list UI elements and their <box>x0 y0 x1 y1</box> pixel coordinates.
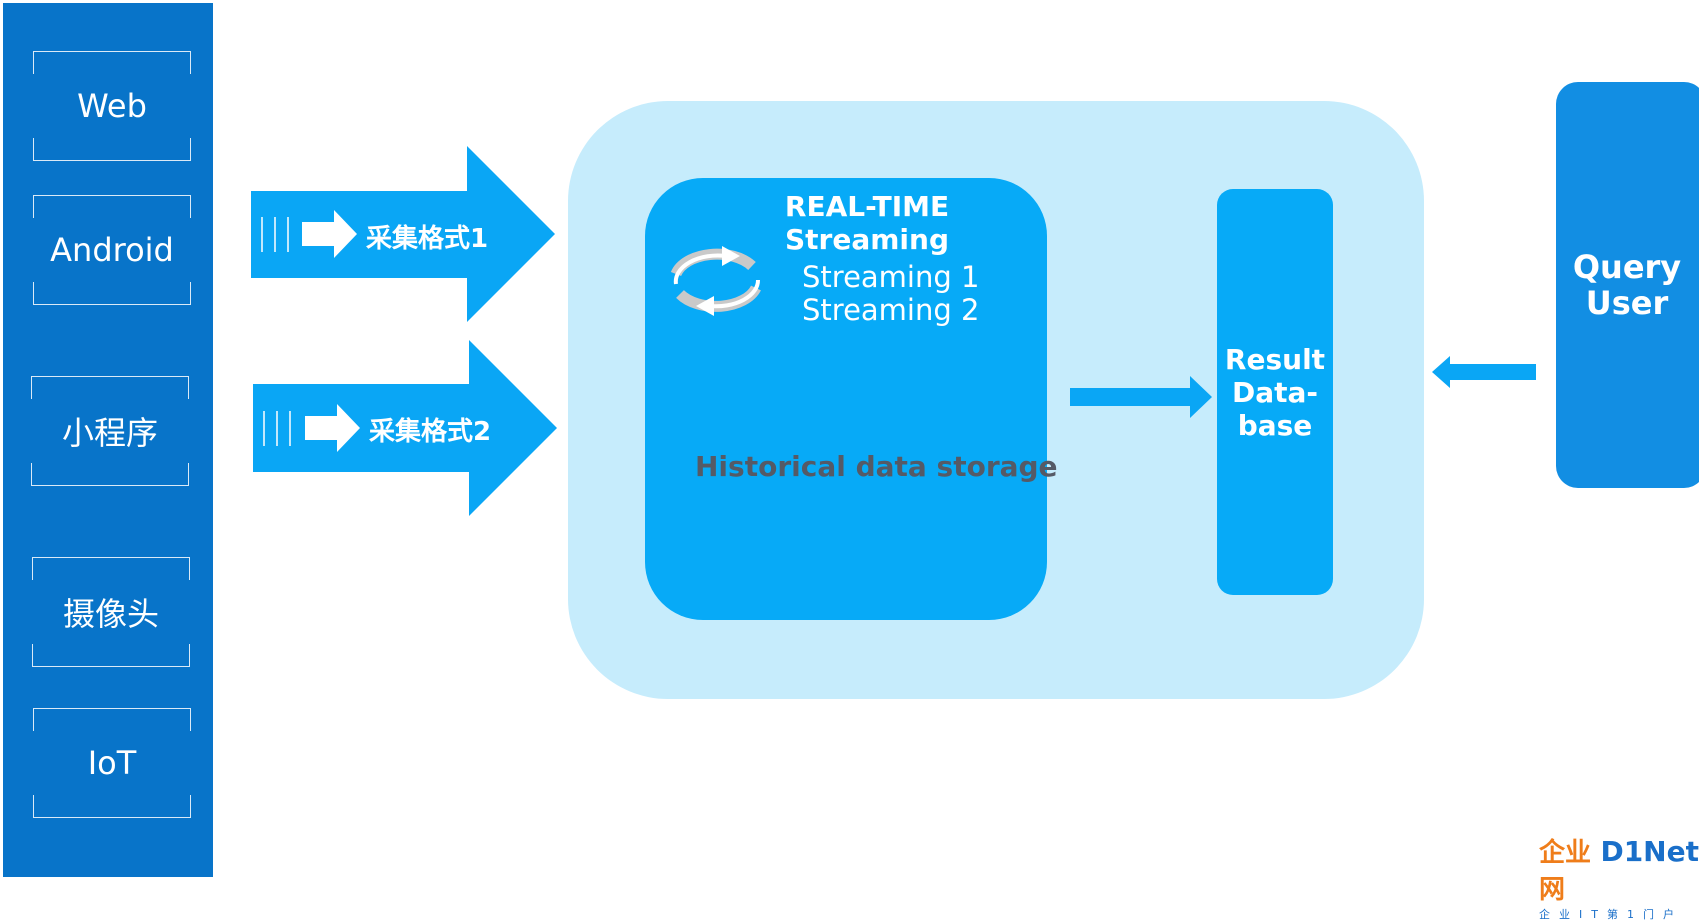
source-mini-program: 小程序 <box>31 376 189 486</box>
realtime-title: REAL-TIME Streaming <box>750 190 984 256</box>
ingest-arrow-1 <box>251 146 555 322</box>
source-web-label: Web <box>77 87 147 125</box>
ingest-arrow-2 <box>253 340 557 516</box>
query-user-label: Query User <box>1556 249 1698 321</box>
result-database: Result Data- base <box>1217 189 1333 595</box>
source-web: Web <box>33 51 191 161</box>
result-database-label: Result Data- base <box>1220 343 1330 442</box>
ingest-arrow-2-inner <box>305 404 360 452</box>
logo-subtitle: 企业IT第1门户 <box>1539 908 1683 921</box>
diagram-shapes <box>251 146 557 516</box>
refresh-cycle-icon <box>670 246 761 316</box>
ingest-arrow-1-label: 采集格式1 <box>366 224 489 254</box>
d1net-logo: 企业网 D1Net 企业IT第1门户 <box>1539 832 1699 921</box>
realtime-title-line2: Streaming <box>785 223 949 256</box>
source-mini-program-label: 小程序 <box>61 414 158 452</box>
query-arrow <box>1432 356 1536 388</box>
realtime-title-line1: REAL-TIME <box>784 190 950 223</box>
stream-item-2: Streaming 2 <box>802 293 980 327</box>
source-android: Android <box>33 195 191 305</box>
to-result-arrow <box>1070 376 1212 418</box>
historical-data-label: Historical data storage <box>695 450 1058 483</box>
result-database-line1: Result <box>1224 342 1326 376</box>
result-database-line3: base <box>1237 408 1313 442</box>
query-user-line1: Query <box>1572 248 1682 286</box>
data-sources-column: Web Android 小程序 摄像头 IoT <box>3 3 213 877</box>
query-user-block <box>1556 82 1699 488</box>
source-android-label: Android <box>50 231 174 269</box>
ingest-arrow-1-inner <box>302 210 357 258</box>
logo-cn-text: 企业网 <box>1539 838 1592 905</box>
logo-en-text: D1Net <box>1600 835 1699 868</box>
source-camera-label: 摄像头 <box>62 595 159 633</box>
stream-item-1: Streaming 1 <box>802 260 980 294</box>
source-iot-label: IoT <box>87 744 137 782</box>
source-camera: 摄像头 <box>32 557 190 667</box>
source-iot: IoT <box>33 708 191 818</box>
query-user-line2: User <box>1585 284 1669 322</box>
result-database-line2: Data- <box>1231 375 1319 409</box>
ingest-arrow-2-label: 采集格式2 <box>369 417 492 447</box>
